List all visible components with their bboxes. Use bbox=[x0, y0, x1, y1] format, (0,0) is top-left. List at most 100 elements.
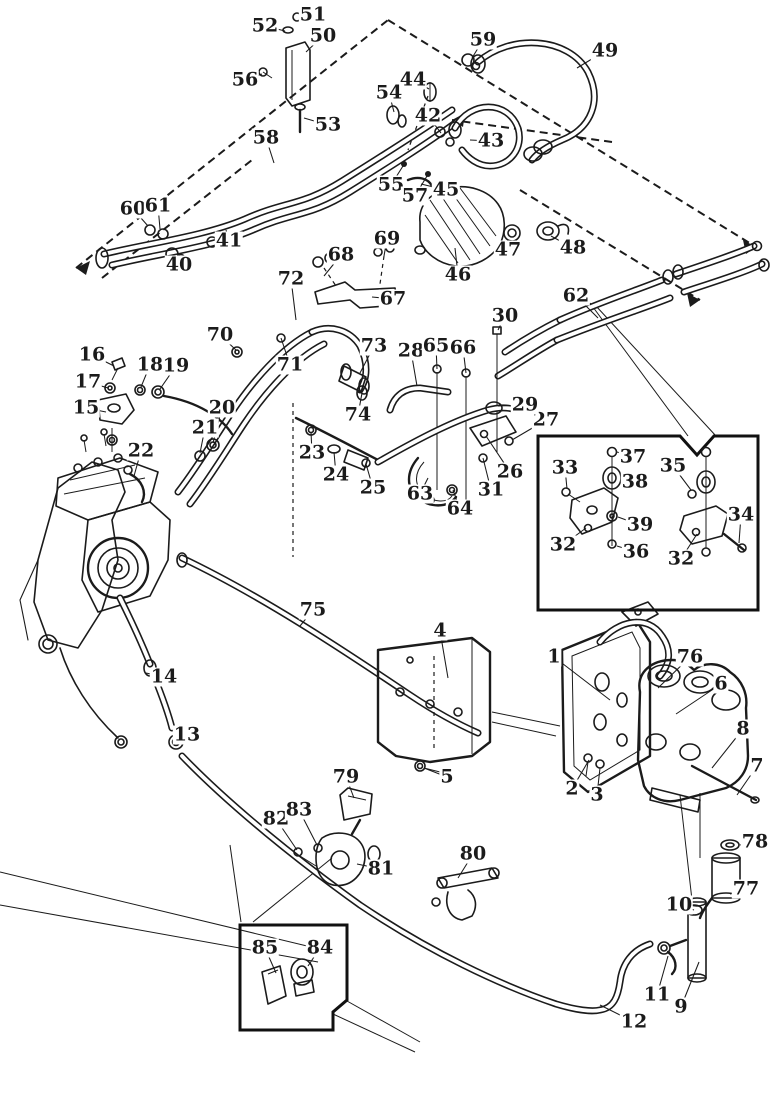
callout-44: 44 bbox=[398, 68, 428, 91]
callout-60: 60 bbox=[118, 197, 148, 220]
callout-52: 52 bbox=[250, 14, 280, 37]
callout-29: 29 bbox=[510, 393, 540, 416]
callout-47: 47 bbox=[493, 238, 523, 261]
callout-26: 26 bbox=[495, 460, 525, 483]
callout-20: 20 bbox=[207, 396, 237, 419]
callout-14: 14 bbox=[149, 665, 179, 688]
callout-85: 85 bbox=[250, 936, 280, 959]
callout-8: 8 bbox=[735, 717, 751, 740]
hose-49-43 bbox=[448, 39, 598, 170]
callout-75: 75 bbox=[298, 598, 328, 621]
callout-33: 33 bbox=[550, 456, 580, 479]
callout-2: 2 bbox=[564, 777, 580, 800]
callout-leader-lines bbox=[85, 14, 758, 1023]
callout-55: 55 bbox=[376, 173, 406, 196]
callout-69: 69 bbox=[372, 227, 402, 250]
callout-36: 36 bbox=[621, 540, 651, 563]
callout-78: 78 bbox=[740, 830, 770, 853]
callout-53: 53 bbox=[313, 113, 343, 136]
callout-59: 59 bbox=[468, 28, 498, 51]
callout-39: 39 bbox=[625, 513, 655, 536]
callout-80: 80 bbox=[458, 842, 488, 865]
callout-24: 24 bbox=[321, 463, 351, 486]
callout-9: 9 bbox=[673, 995, 689, 1018]
callout-32: 32 bbox=[548, 533, 578, 556]
callout-11: 11 bbox=[642, 983, 672, 1006]
callout-84: 84 bbox=[305, 936, 335, 959]
callout-71: 71 bbox=[275, 353, 305, 376]
fittings-15-22 bbox=[97, 357, 234, 504]
callout-46: 46 bbox=[443, 263, 473, 286]
callout-43: 43 bbox=[476, 129, 506, 152]
callout-6: 6 bbox=[713, 672, 729, 695]
callout-31: 31 bbox=[476, 478, 506, 501]
pump-assembly-left bbox=[19, 428, 171, 749]
callout-23: 23 bbox=[297, 441, 327, 464]
hose-62 bbox=[494, 240, 770, 380]
callout-16: 16 bbox=[77, 343, 107, 366]
callout-54: 54 bbox=[374, 81, 404, 104]
callout-77: 77 bbox=[731, 877, 761, 900]
callout-30: 30 bbox=[490, 304, 520, 327]
valve-assembly-right bbox=[560, 601, 760, 983]
callout-19: 19 bbox=[161, 354, 191, 377]
callout-18: 18 bbox=[135, 353, 165, 376]
callout-61: 61 bbox=[143, 194, 173, 217]
callout-25: 25 bbox=[358, 476, 388, 499]
callout-57: 57 bbox=[400, 184, 430, 207]
bracket-79-81 bbox=[293, 787, 381, 887]
inset-box-mounts bbox=[536, 434, 760, 612]
callout-45: 45 bbox=[431, 178, 461, 201]
callout-35: 35 bbox=[658, 454, 688, 477]
callout-56: 56 bbox=[230, 68, 260, 91]
callout-64: 64 bbox=[445, 497, 475, 520]
callout-41: 41 bbox=[214, 229, 244, 252]
callout-3: 3 bbox=[589, 783, 605, 806]
callout-67: 67 bbox=[378, 287, 408, 310]
callout-66: 66 bbox=[448, 336, 478, 359]
callout-32: 32 bbox=[666, 547, 696, 570]
callout-13: 13 bbox=[172, 723, 202, 746]
callout-21: 21 bbox=[190, 416, 220, 439]
callout-70: 70 bbox=[205, 323, 235, 346]
callout-22: 22 bbox=[126, 439, 156, 462]
callout-12: 12 bbox=[619, 1010, 649, 1033]
callout-7: 7 bbox=[749, 754, 765, 777]
callout-42: 42 bbox=[413, 104, 443, 127]
callout-82: 82 bbox=[261, 807, 291, 830]
callout-63: 63 bbox=[405, 482, 435, 505]
callout-28: 28 bbox=[396, 339, 426, 362]
callout-79: 79 bbox=[331, 765, 361, 788]
inset-leader-lines bbox=[0, 302, 717, 1053]
fittings-44-42-54 bbox=[386, 82, 455, 188]
callout-68: 68 bbox=[326, 243, 356, 266]
callout-34: 34 bbox=[726, 503, 756, 526]
callout-5: 5 bbox=[439, 765, 455, 788]
callout-17: 17 bbox=[73, 370, 103, 393]
callout-40: 40 bbox=[164, 253, 194, 276]
callout-50: 50 bbox=[308, 24, 338, 47]
dashed-frame-outline bbox=[75, 19, 757, 557]
callout-48: 48 bbox=[558, 236, 588, 259]
bracket-4 bbox=[376, 636, 492, 773]
bracket-50-hardware bbox=[258, 12, 311, 134]
callout-37: 37 bbox=[618, 445, 648, 468]
bracket-80 bbox=[431, 867, 500, 921]
hose-75 bbox=[176, 552, 482, 737]
callout-10: 10 bbox=[664, 893, 694, 916]
callout-15: 15 bbox=[71, 396, 101, 419]
callout-74: 74 bbox=[343, 403, 373, 426]
callout-62: 62 bbox=[561, 284, 591, 307]
callout-4: 4 bbox=[432, 619, 448, 642]
leader-line-1 bbox=[553, 656, 611, 701]
callout-73: 73 bbox=[359, 334, 389, 357]
callout-51: 51 bbox=[298, 3, 328, 26]
callout-1: 1 bbox=[546, 645, 562, 668]
callout-81: 81 bbox=[366, 857, 396, 880]
callout-83: 83 bbox=[284, 798, 314, 821]
callout-49: 49 bbox=[590, 39, 620, 62]
callout-65: 65 bbox=[421, 334, 451, 357]
callout-27: 27 bbox=[531, 408, 561, 431]
